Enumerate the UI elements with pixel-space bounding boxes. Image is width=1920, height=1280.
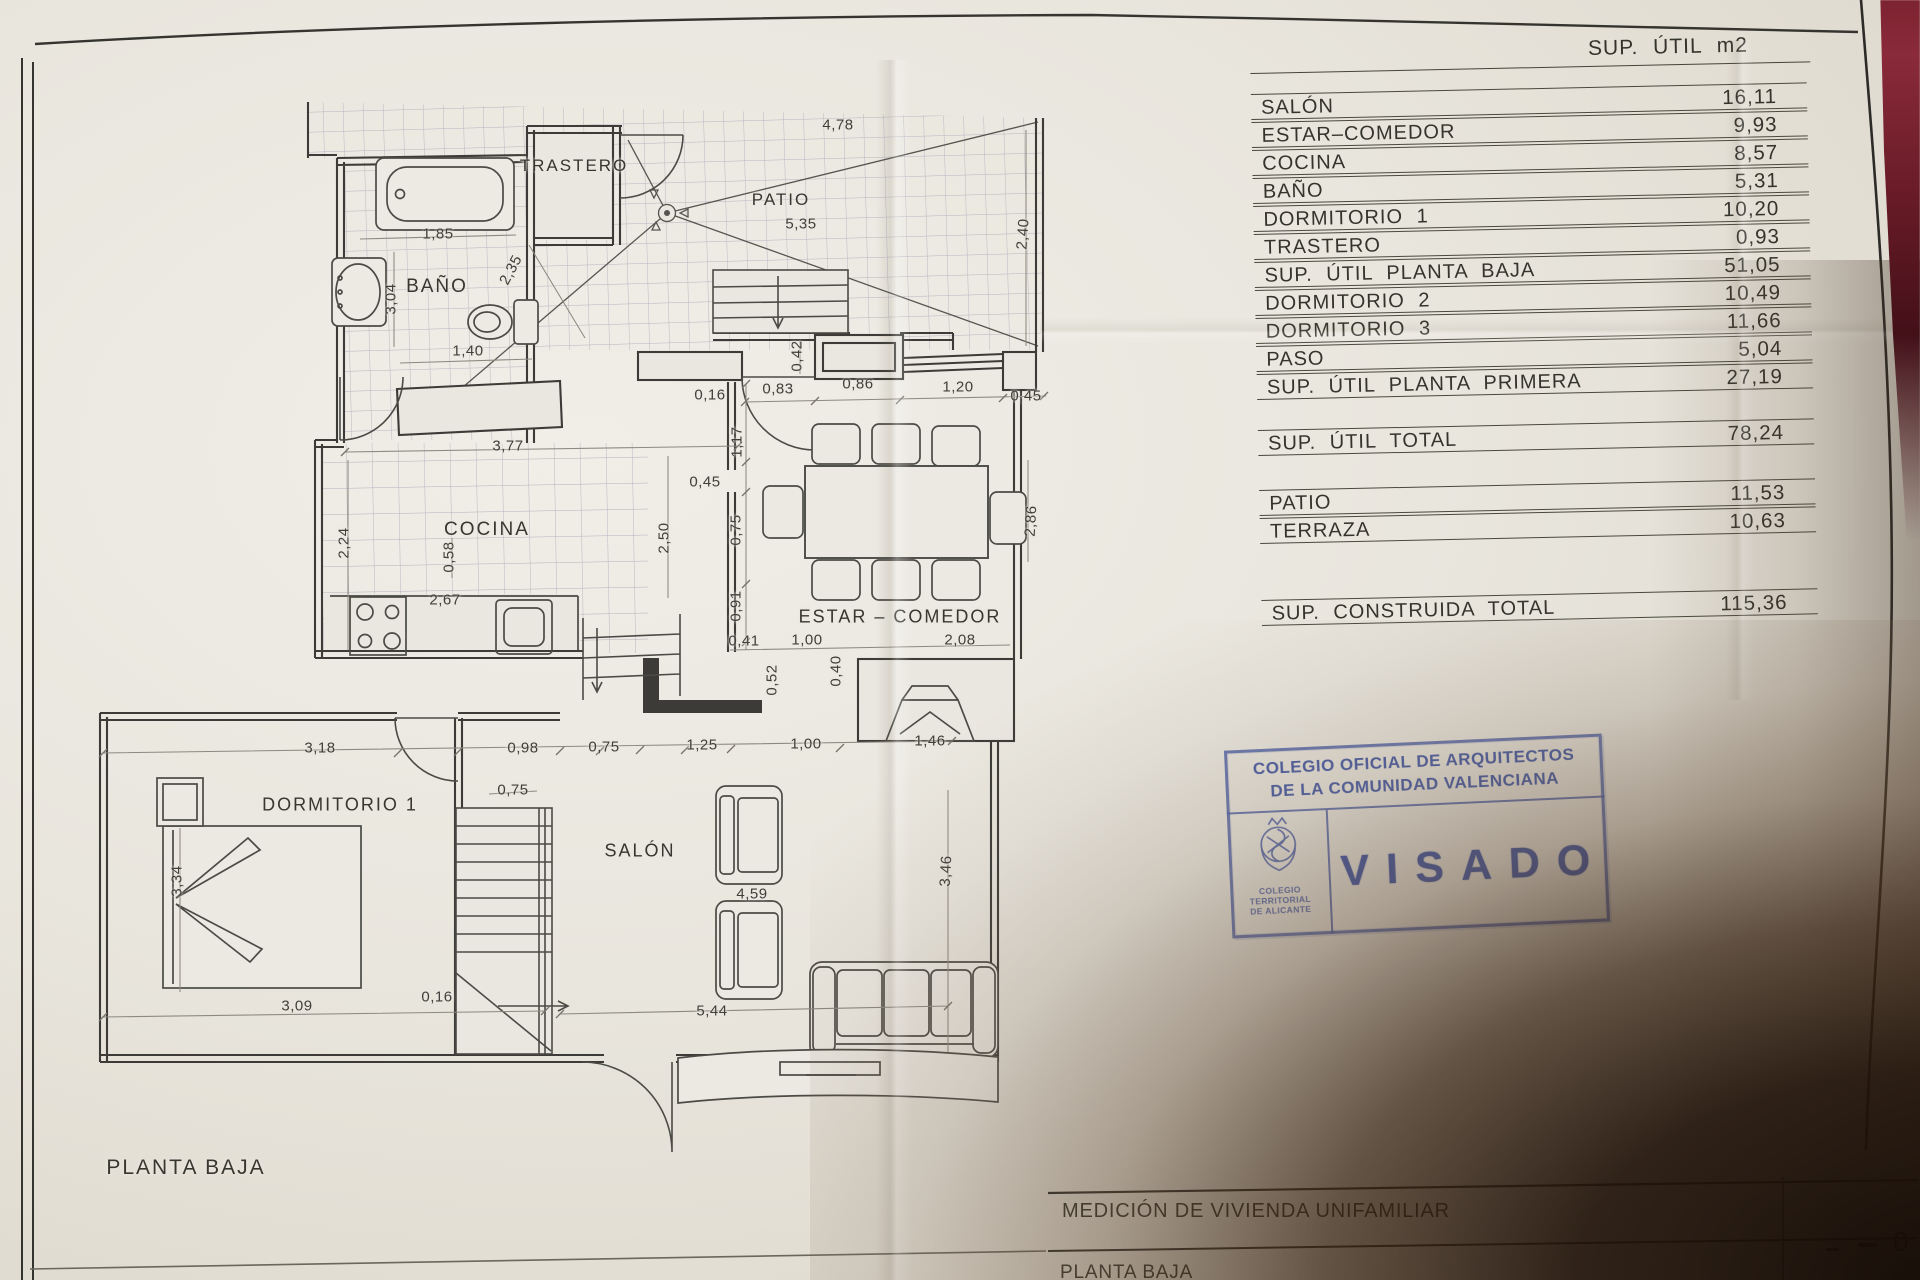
row-label: PATIO <box>1269 491 1332 515</box>
row-label: COCINA <box>1262 151 1347 175</box>
corner-number: 0 <box>1893 1226 1909 1257</box>
room-label: TRASTERO <box>519 156 629 175</box>
dimension-label: 0,98 <box>507 739 539 757</box>
row-label: BAÑO <box>1262 179 1324 203</box>
college-emblem-icon <box>1259 816 1296 872</box>
dimension-label: 1,20 <box>942 378 974 396</box>
dimension-label: 3,46 <box>936 854 956 888</box>
row-label: DORMITORIO 2 <box>1264 289 1431 315</box>
dimension-label: 0,45 <box>689 473 721 491</box>
patio-drain-lines <box>414 121 1039 429</box>
dimension-label: 0,45 <box>1010 387 1042 405</box>
dimension-label: 1,17 <box>728 426 746 458</box>
row-value: 5,04 <box>1738 336 1783 361</box>
dimension-label: 0,41 <box>728 632 760 650</box>
dimension-label: 2,67 <box>429 591 461 609</box>
corner-dash <box>1826 1248 1839 1251</box>
row-value: 11,53 <box>1730 480 1786 506</box>
dimension-label: 3,09 <box>281 997 313 1015</box>
row-value: 78,24 <box>1727 420 1785 446</box>
row-value: 10,20 <box>1722 197 1780 222</box>
dimension-label: 1,00 <box>791 631 823 649</box>
dimension-label: 0,75 <box>588 738 620 756</box>
room-label: BAÑO <box>406 276 468 297</box>
row-label: DORMITORIO 1 <box>1263 205 1429 231</box>
row-label: TERRAZA <box>1269 518 1371 543</box>
stamp-seal-cell: COLEGIO TERRITORIAL DE ALICANTE <box>1226 810 1334 939</box>
dimension-label: 0,52 <box>763 664 781 696</box>
dimension-label: 3,18 <box>304 739 336 757</box>
dimension-label: 0,86 <box>842 375 874 393</box>
doors <box>339 134 816 1153</box>
dimension-label: 1,00 <box>790 735 822 753</box>
title-block-project: MEDICIÓN DE VIVIENDA UNIFAMILIAR <box>1062 1200 1450 1222</box>
dimension-label: 2,08 <box>944 631 976 649</box>
room-label: PLANTA BAJA <box>106 1156 266 1179</box>
dimension-label: 2,50 <box>655 522 673 554</box>
dimension-lines <box>98 130 1049 1052</box>
dimension-label: 3,77 <box>492 437 524 455</box>
stairs <box>455 269 849 1055</box>
row-label: SUP. CONSTRUIDA TOTAL <box>1271 596 1556 625</box>
room-label: DORMITORIO 1 <box>262 794 418 815</box>
dimension-label: 0,16 <box>694 386 726 404</box>
row-label: TRASTERO <box>1263 234 1382 259</box>
row-label: SUP. ÚTIL TOTAL <box>1267 428 1458 455</box>
dimension-label: 0,75 <box>497 781 529 799</box>
row-label: SALÓN <box>1260 95 1335 119</box>
visado-word: VISADO <box>1339 834 1609 895</box>
corner-dash <box>1858 1243 1877 1247</box>
row-value: 115,36 <box>1720 590 1788 616</box>
dimension-label: 3,34 <box>168 865 186 897</box>
dimension-label: 0,58 <box>440 541 458 573</box>
row-value: 11,66 <box>1726 308 1782 334</box>
row-value: 8,57 <box>1734 141 1779 165</box>
row-value: 10,49 <box>1724 280 1782 306</box>
room-label: ESTAR – COMEDOR <box>798 606 1002 627</box>
row-label: SUP. ÚTIL PLANTA PRIMERA <box>1266 370 1582 399</box>
dimension-label: 4,59 <box>736 885 768 903</box>
dimension-label: 1,46 <box>914 732 946 750</box>
title-block-sheet: PLANTA BAJA <box>1060 1262 1194 1280</box>
dimension-label: 1,85 <box>422 225 454 243</box>
row-value: 5,31 <box>1734 169 1779 193</box>
dimension-label: 1,40 <box>452 342 484 360</box>
dimension-label: 2,24 <box>335 527 353 559</box>
table-row: SUP. CONSTRUIDA TOTAL 115,36 <box>1261 588 1818 626</box>
dimension-label: 5,44 <box>696 1002 728 1020</box>
row-value: 51,05 <box>1723 253 1781 278</box>
dimension-label: 2,40 <box>1013 217 1033 251</box>
dimension-label: 0,40 <box>827 655 845 687</box>
dimension-label: 2,86 <box>1021 504 1041 538</box>
dimension-label: 4,78 <box>822 116 854 134</box>
dimension-label: 0,91 <box>727 590 745 622</box>
room-label: SALÓN <box>604 840 676 861</box>
row-value: 16,11 <box>1721 85 1778 110</box>
room-label: COCINA <box>444 519 530 540</box>
row-label: ESTAR–COMEDOR <box>1261 120 1456 147</box>
dimension-label: 0,75 <box>727 514 745 546</box>
dimension-label: 0,42 <box>788 340 806 372</box>
row-value: 10,63 <box>1729 508 1787 534</box>
row-label: SUP. ÚTIL PLANTA BAJA <box>1264 259 1536 287</box>
room-label: PATIO <box>751 190 811 209</box>
dimension-label: 0,16 <box>421 988 453 1006</box>
table-row: SUP. ÚTIL TOTAL 78,24 <box>1257 418 1815 456</box>
row-value: 0,93 <box>1735 225 1781 249</box>
dimension-label: 5,35 <box>785 215 817 233</box>
row-value: 27,19 <box>1726 364 1784 390</box>
visado-stamp: COLEGIO OFICIAL DE ARQUITECTOS DE LA COM… <box>1223 733 1611 939</box>
row-value: 9,93 <box>1733 113 1778 137</box>
area-table: SUP. ÚTIL m2 SALÓN 16,11 ESTAR–COMEDOR 9… <box>1249 32 1822 640</box>
dimension-label: 1,25 <box>686 736 718 754</box>
row-label: PASO <box>1266 347 1325 371</box>
row-label: DORMITORIO 3 <box>1265 317 1432 343</box>
dimension-label: 0,83 <box>762 380 794 398</box>
dimension-label: 3,04 <box>382 283 400 315</box>
